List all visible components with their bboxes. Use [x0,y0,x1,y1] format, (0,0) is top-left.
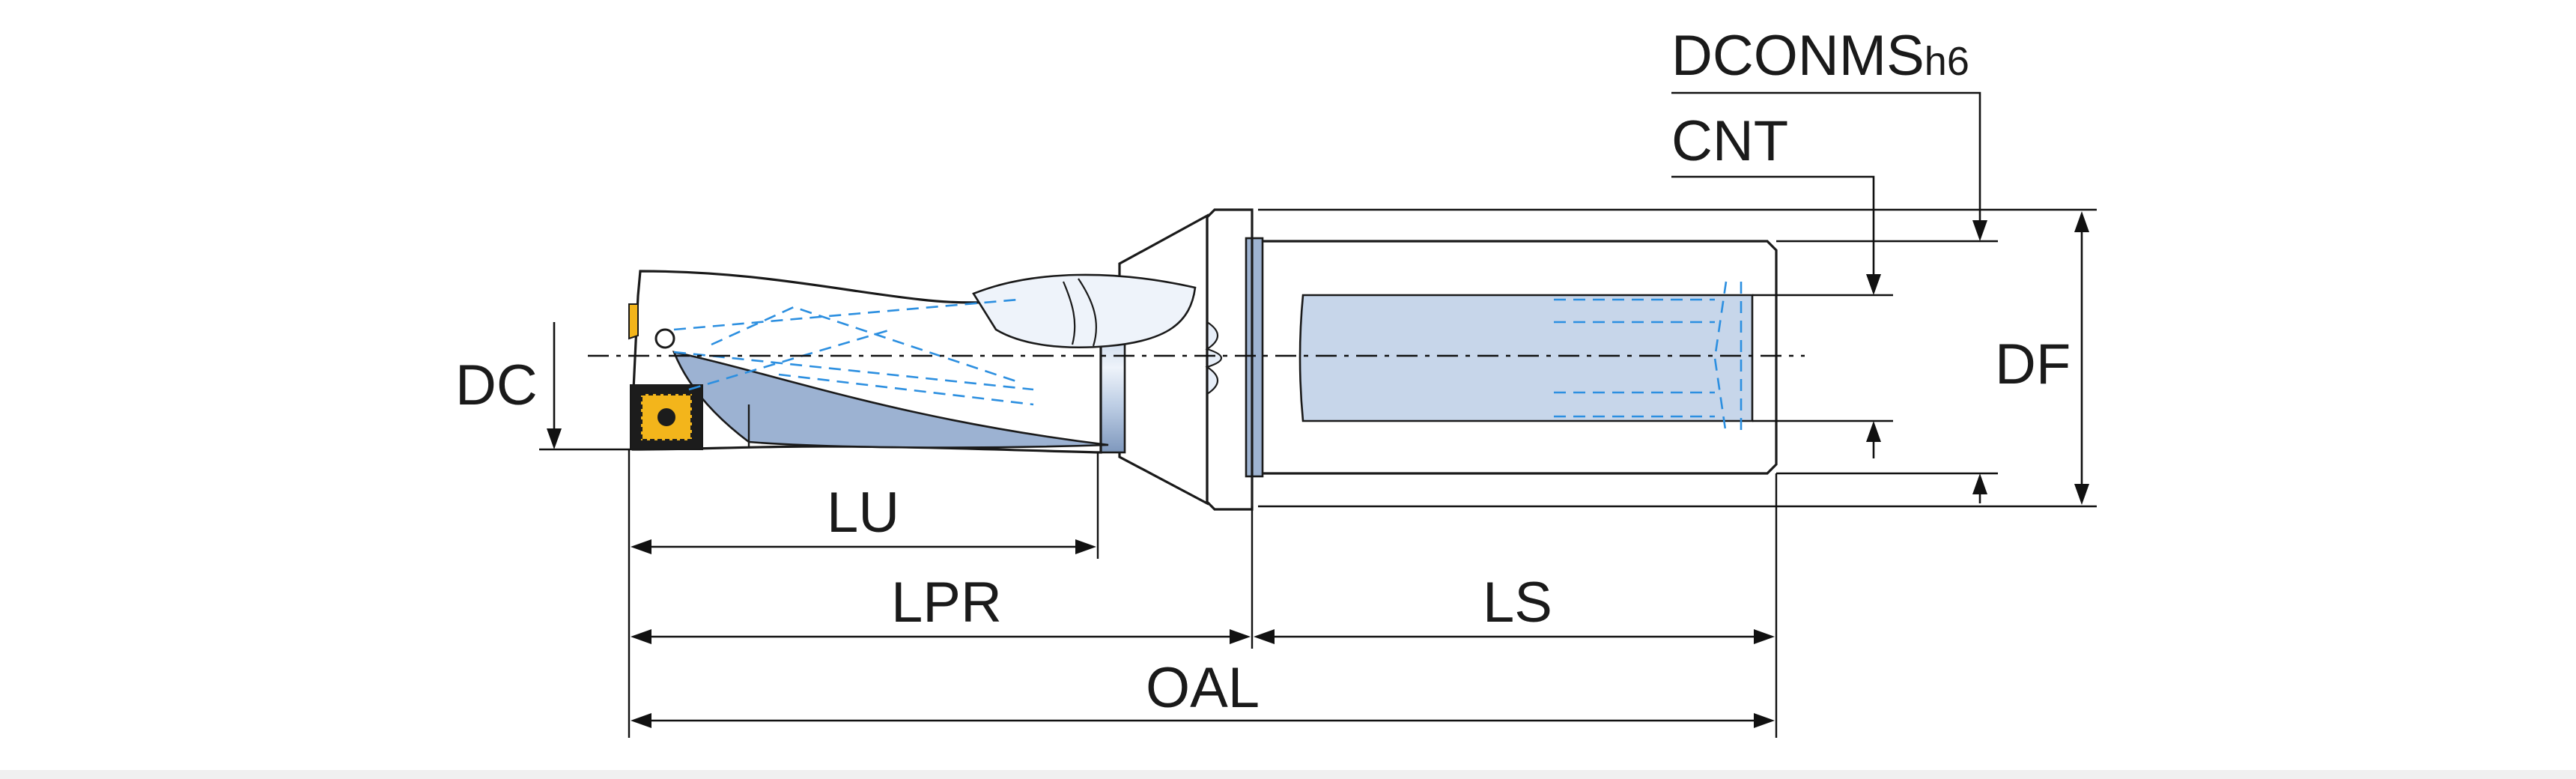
hidden-coolant-lines [673,281,1743,435]
label-lpr: LPR [891,571,1002,634]
flute-edge-2 [1062,281,1076,345]
cutting-insert [628,303,703,450]
dconms-leader [1671,91,1981,237]
coolant-hole [654,328,675,349]
tool-body [631,208,1778,511]
insert-screw [654,405,678,429]
label-lu: LU [827,481,899,545]
label-ls: LS [1483,571,1552,634]
dc-arrow [547,428,562,449]
drill-body [631,270,1102,454]
label-df: DF [1995,333,2071,396]
dimension-lines [539,91,2097,738]
flute-edge [1078,278,1097,347]
flute-upper [972,273,1197,348]
label-cnt: CNT [1671,109,1788,173]
cone-transition [1118,213,1209,506]
shank-inner-bore [1298,294,1754,422]
bottom-strip [0,770,2576,779]
flute-lower [672,351,1109,449]
dimension-labels: DCONMSh6 CNT DC DF LU LPR LS OAL [455,24,2071,720]
cnt-leader [1671,175,1875,291]
label-oal: OAL [1146,656,1260,720]
insert-upper [628,303,639,340]
label-dconms: DCONMSh6 [1671,24,1969,88]
label-dc: DC [455,354,538,417]
shank-collar [1245,237,1264,478]
flange-notch [1205,320,1223,396]
